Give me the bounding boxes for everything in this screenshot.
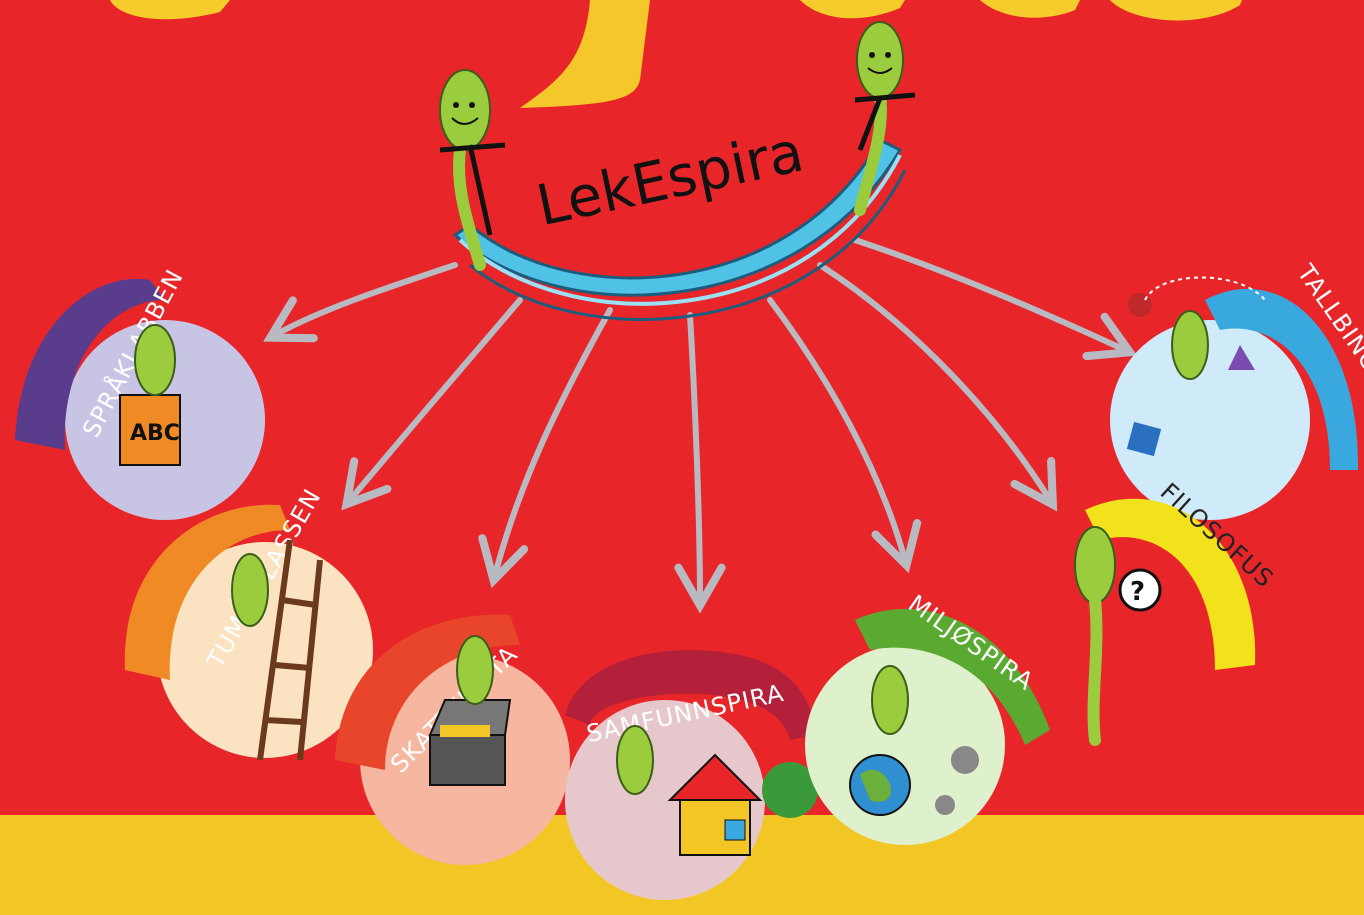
arrow-miljospira: [770, 300, 905, 560]
top-yellow-shapes: [110, 0, 1242, 108]
arrows: [275, 240, 1125, 600]
filosofus-sprout: [1075, 527, 1115, 603]
module-miljospira: MILJØSPIRA: [805, 589, 1050, 845]
samfunnspira-sprout: [617, 726, 653, 794]
arrow-tallbingen: [855, 240, 1125, 350]
hub-label: LekEspira: [531, 120, 809, 240]
spraklabben-sprout: [135, 325, 175, 395]
treasure-chest-icon: [430, 700, 510, 785]
tallbingen-circle: [1110, 320, 1310, 520]
abc-block-icon: ABC: [120, 395, 180, 465]
hub-character-left: [440, 70, 505, 265]
gear-small-icon: [935, 795, 955, 815]
module-samfunnspira: SAMFUNNSPIRA: [565, 650, 818, 900]
arrow-samfunnspira: [690, 315, 700, 600]
miljospira-sprout: [872, 666, 908, 734]
question-mark-icon: ?: [1120, 570, 1160, 610]
tallbingen-sprout: [1172, 311, 1208, 379]
skattekista-sprout: [457, 636, 493, 704]
gear-icon: [951, 746, 979, 774]
module-spraklabben: SPRÅKLABBEN ABC: [15, 264, 265, 520]
arrow-spraklabben: [275, 265, 455, 335]
svg-text:ABC: ABC: [130, 421, 180, 446]
globe-icon: [850, 755, 910, 815]
arrow-tumleplassen: [350, 300, 520, 500]
tumleplassen-sprout: [232, 554, 268, 626]
module-tallbingen: TALLBINGEN: [1110, 259, 1364, 520]
arrow-skattekista: [495, 310, 610, 575]
module-filosofus: FILOSOFUS ?: [1075, 477, 1279, 740]
module-tumleplassen: TUMLEPLASSEN: [125, 484, 373, 760]
svg-text:?: ?: [1130, 577, 1145, 607]
